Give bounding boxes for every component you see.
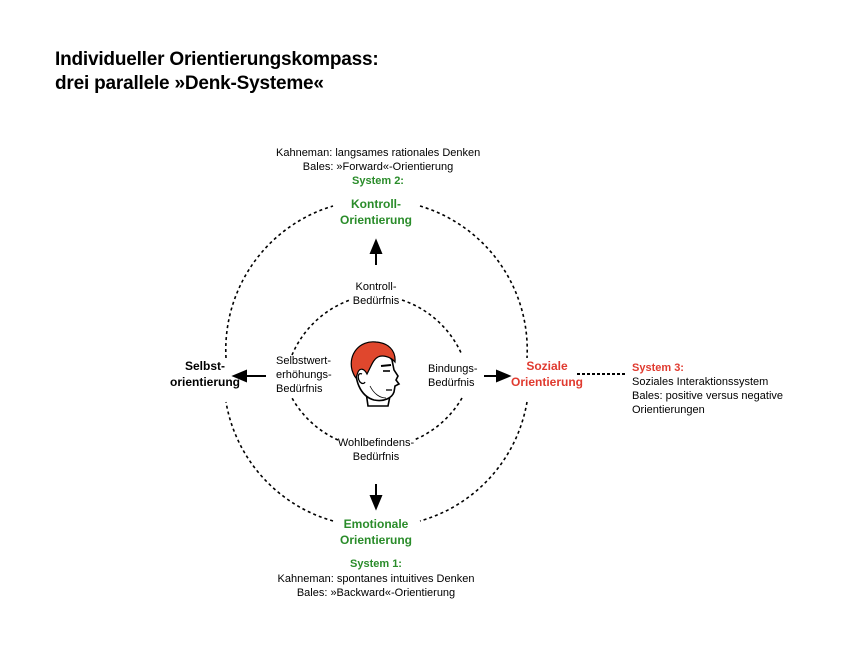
system1-bales: Bales: »Backward«-Orientierung [266, 586, 486, 600]
inner-arc-bottom-right [414, 398, 462, 440]
inner-arc-top-right [402, 300, 462, 355]
system2-kahneman: Kahneman: langsames rationales Denken [276, 146, 480, 160]
system2-label: System 2: [276, 174, 480, 189]
need-kontroll-line-1: Kontroll- [336, 280, 416, 294]
inner-arc-bottom-left [292, 398, 338, 440]
outer-arc-top-left [226, 206, 333, 358]
node-selbst-line-2: orientierung [160, 374, 250, 390]
node-emotionale-line-2: Orientierung [326, 532, 426, 548]
arrow-up-head [371, 241, 381, 253]
system2-block: Kahneman: langsames rationales Denken Ba… [276, 146, 480, 189]
system3-block: System 3: Soziales Interaktionssystem Ba… [632, 361, 822, 417]
system3-label: System 3: [632, 361, 822, 375]
node-kontroll-line-1: Kontroll- [326, 196, 426, 212]
need-wohlbefinden-line-1: Wohlbefindens- [326, 436, 426, 450]
node-selbst-orientierung: Selbst- orientierung [160, 358, 250, 390]
node-soziale-line-1: Soziale [502, 358, 592, 374]
need-selbstwert: Selbstwert- erhöhungs- Bedürfnis [276, 354, 356, 396]
need-bindung-line-2: Bedürfnis [428, 376, 488, 390]
need-bindung: Bindungs- Bedürfnis [428, 362, 488, 390]
node-emotionale-orientierung: Emotionale Orientierung [326, 516, 426, 548]
need-selbstwert-line-1: Selbstwert- [276, 354, 356, 368]
outer-arc-bottom-right [420, 402, 527, 521]
system1-block: System 1: Kahneman: spontanes intuitives… [266, 557, 486, 600]
system1-label: System 1: [266, 557, 486, 572]
need-wohlbefinden-line-2: Bedürfnis [326, 450, 426, 464]
need-selbstwert-line-2: erhöhungs- [276, 368, 356, 382]
system3-line-2: Bales: positive versus negative [632, 389, 822, 403]
outer-arc-bottom-left [226, 402, 333, 521]
node-emotionale-line-1: Emotionale [326, 516, 426, 532]
need-wohlbefinden: Wohlbefindens- Bedürfnis [326, 436, 426, 464]
arrow-down-head [371, 496, 381, 508]
node-soziale-line-2: Orientierung [502, 374, 592, 390]
need-bindung-line-1: Bindungs- [428, 362, 488, 376]
system2-bales: Bales: »Forward«-Orientierung [276, 160, 480, 174]
head-icon [351, 342, 399, 406]
system3-line-1: Soziales Interaktionssystem [632, 375, 822, 389]
node-kontroll-orientierung: Kontroll- Orientierung [326, 196, 426, 228]
node-soziale-orientierung: Soziale Orientierung [502, 358, 592, 390]
need-selbstwert-line-3: Bedürfnis [276, 382, 356, 396]
inner-arc-top-left [292, 300, 350, 355]
system1-kahneman: Kahneman: spontanes intuitives Denken [266, 572, 486, 586]
system3-line-3: Orientierungen [632, 403, 822, 417]
node-kontroll-line-2: Orientierung [326, 212, 426, 228]
outer-arc-top-right [420, 206, 527, 358]
need-kontroll: Kontroll- Bedürfnis [336, 280, 416, 308]
node-selbst-line-1: Selbst- [160, 358, 250, 374]
need-kontroll-line-2: Bedürfnis [336, 294, 416, 308]
